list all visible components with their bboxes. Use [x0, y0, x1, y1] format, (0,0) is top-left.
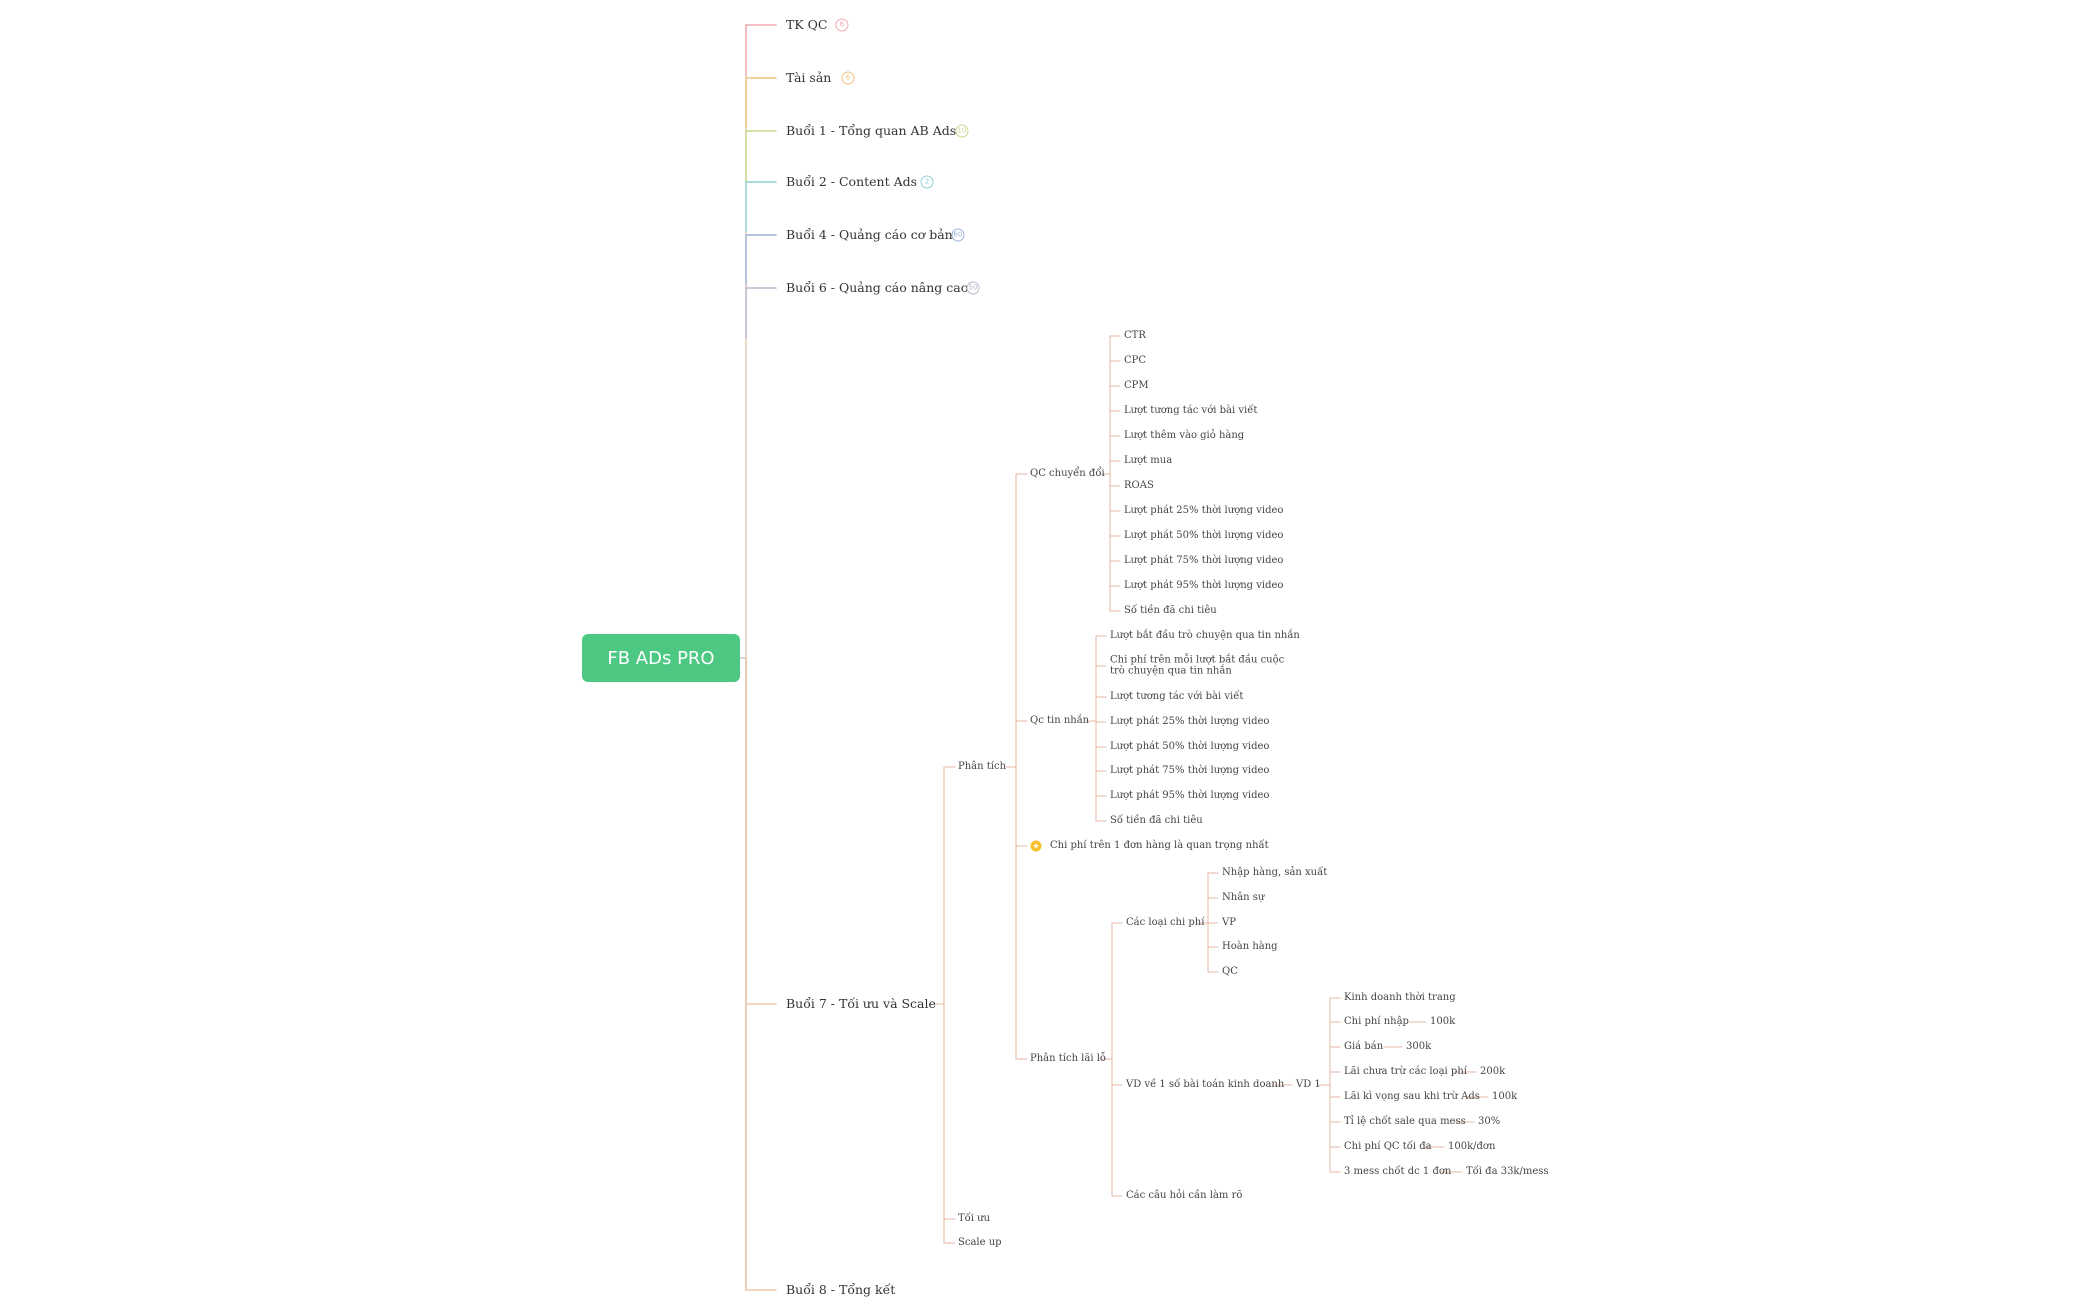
example-item[interactable]: 3 mess chốt dc 1 đơn	[1344, 1166, 1452, 1177]
cost-item[interactable]: QC	[1222, 966, 1238, 977]
topic-toi-uu[interactable]: Tối ưu	[958, 1213, 991, 1224]
topic-tk-qc[interactable]: TK QC	[786, 16, 828, 32]
metric-item[interactable]: CTR	[1124, 330, 1146, 341]
topic-qc-chuyen-doi[interactable]: QC chuyển đổi	[1030, 468, 1105, 479]
topic-scale-up[interactable]: Scale up	[958, 1237, 1002, 1248]
metric-item[interactable]: Chi phí trên mỗi lượt bắt đầu cuộc trò c…	[1110, 654, 1285, 676]
collapsed-count-badge[interactable]: 6	[841, 71, 855, 85]
metric-item[interactable]: Lượt phát 25% thời lượng video	[1124, 505, 1284, 516]
example-value[interactable]: 100k/đơn	[1448, 1141, 1496, 1152]
metric-item[interactable]: Lượt phát 95% thời lượng video	[1124, 580, 1284, 591]
example-value[interactable]: 200k	[1480, 1066, 1506, 1077]
topic-qc-tin-nhan[interactable]: Qc tin nhắn	[1030, 715, 1090, 726]
metric-item[interactable]: Lượt phát 25% thời lượng video	[1110, 716, 1270, 727]
example-item[interactable]: Lãi kì vọng sau khi trừ Ads	[1344, 1091, 1480, 1102]
topic-phan-tich[interactable]: Phân tích	[958, 761, 1007, 772]
collapsed-count-badge[interactable]: 50	[966, 281, 980, 295]
example-item[interactable]: Chi phí nhập	[1344, 1016, 1409, 1027]
topic-note-chi-phi-don-hang[interactable]: Chi phí trên 1 đơn hàng là quan trọng nh…	[1050, 840, 1269, 851]
topic-buoi-2[interactable]: Buổi 2 - Content Ads	[786, 173, 918, 189]
metric-item[interactable]: Lượt mua	[1124, 455, 1173, 466]
metric-item[interactable]: Số tiền đã chi tiêu	[1124, 605, 1217, 616]
topic-vd-1[interactable]: VD 1	[1296, 1079, 1321, 1090]
example-value[interactable]: 100k	[1430, 1016, 1456, 1027]
example-value[interactable]: Tối đa 33k/mess	[1466, 1166, 1549, 1177]
topic-buoi-4[interactable]: Buổi 4 - Quảng cáo cơ bản	[786, 226, 953, 242]
metric-item[interactable]: CPC	[1124, 355, 1147, 366]
collapsed-count-badge[interactable]: 6	[835, 18, 849, 32]
example-value[interactable]: 100k	[1492, 1091, 1518, 1102]
example-item[interactable]: Kinh doanh thời trang	[1344, 992, 1456, 1003]
topic-buoi-8[interactable]: Buổi 8 - Tổng kết	[786, 1281, 896, 1297]
example-item[interactable]: Lãi chưa trừ các loại phí	[1344, 1066, 1467, 1077]
topic-phan-tich-lai-lo[interactable]: Phân tích lãi lỗ	[1030, 1053, 1107, 1064]
example-value[interactable]: 300k	[1406, 1041, 1432, 1052]
cost-item[interactable]: VP	[1222, 917, 1236, 928]
metric-item[interactable]: Lượt phát 75% thời lượng video	[1110, 765, 1270, 776]
topic-buoi-6[interactable]: Buổi 6 - Quảng cáo nâng cao	[786, 279, 969, 295]
topic-cau-hoi[interactable]: Các câu hỏi cần làm rõ	[1126, 1190, 1243, 1201]
collapsed-count-badge[interactable]: 2	[920, 175, 934, 189]
example-item[interactable]: Giá bán	[1344, 1041, 1384, 1052]
metric-item[interactable]: Số tiền đã chi tiêu	[1110, 815, 1203, 826]
cost-item[interactable]: Hoàn hàng	[1222, 941, 1278, 952]
metric-item[interactable]: Lượt phát 50% thời lượng video	[1124, 530, 1284, 541]
metric-item[interactable]: Lượt phát 75% thời lượng video	[1124, 555, 1284, 566]
metric-item[interactable]: Lượt phát 95% thời lượng video	[1110, 790, 1270, 801]
metric-item[interactable]: Lượt phát 50% thời lượng video	[1110, 741, 1270, 752]
example-item[interactable]: Chi phí QC tối đa	[1344, 1141, 1432, 1152]
root-node[interactable]: FB ADs PRO	[582, 634, 740, 682]
star-icon: ★	[1030, 840, 1042, 852]
example-value[interactable]: 30%	[1478, 1116, 1501, 1127]
metric-item[interactable]: Lượt tương tác với bài viết	[1124, 405, 1258, 416]
collapsed-count-badge[interactable]: 10	[955, 124, 969, 138]
topic-vd-bai-toan[interactable]: VD về 1 số bài toán kinh doanh	[1126, 1079, 1285, 1090]
cost-item[interactable]: Nhân sự	[1222, 892, 1265, 903]
topic-cac-loai-chi-phi[interactable]: Các loại chi phí	[1126, 917, 1205, 928]
metric-item[interactable]: Lượt thêm vào giỏ hàng	[1124, 430, 1245, 441]
topic-buoi-7[interactable]: Buổi 7 - Tối ưu và Scale	[786, 995, 936, 1011]
metric-item[interactable]: ROAS	[1124, 480, 1154, 491]
metric-item[interactable]: Lượt bắt đầu trò chuyện qua tin nhắn	[1110, 630, 1300, 641]
collapsed-count-badge[interactable]: 60	[951, 228, 965, 242]
cost-item[interactable]: Nhập hàng, sản xuất	[1222, 867, 1328, 878]
metric-item[interactable]: CPM	[1124, 380, 1149, 391]
metric-item[interactable]: Lượt tương tác với bài viết	[1110, 691, 1244, 702]
topic-buoi-1[interactable]: Buổi 1 - Tổng quan AB Ads	[786, 122, 957, 138]
example-item[interactable]: Tỉ lệ chốt sale qua mess	[1344, 1116, 1466, 1127]
topic-tai-san[interactable]: Tài sản	[786, 69, 832, 85]
